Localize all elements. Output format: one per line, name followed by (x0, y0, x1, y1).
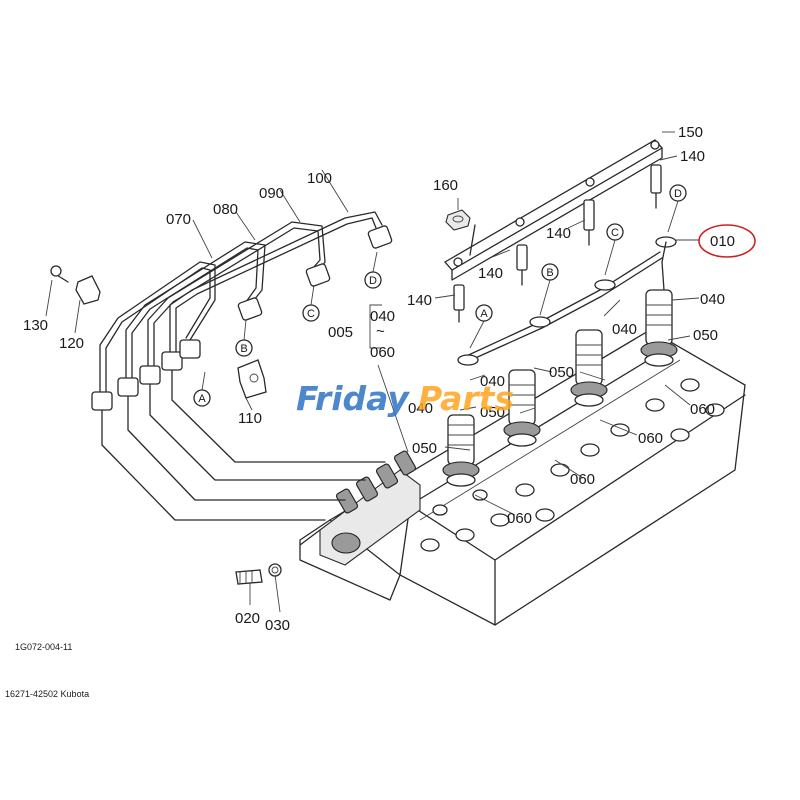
label-020: 020 (235, 610, 260, 627)
label-060: 060 (690, 401, 715, 418)
label-140: 140 (546, 225, 571, 242)
bolt-130 (50, 265, 69, 283)
fitting-020 (235, 569, 263, 585)
label-060: 060 (507, 510, 532, 527)
ref-b-head: B (541, 263, 559, 281)
ref-d-head: D (669, 184, 687, 202)
nozzle-holders (442, 289, 678, 487)
return-rail-150 (443, 139, 664, 281)
reference-markers: A B C D A B C D (193, 184, 687, 407)
label-005: 005 (328, 324, 353, 341)
nut-160 (445, 209, 471, 231)
label-040: 040 (408, 400, 433, 417)
cylinder-head (299, 329, 746, 626)
nozzle-holder-3 (570, 329, 608, 407)
label-090: 090 (259, 185, 284, 202)
svg-text:C: C (307, 308, 315, 320)
leader-lines (45, 131, 700, 613)
ref-c-head: C (606, 223, 624, 241)
nozzle-holder-4 (640, 289, 678, 367)
head-ports (420, 378, 725, 552)
label-050: 050 (480, 404, 505, 421)
svg-text:Friday: Friday (296, 379, 410, 418)
part-labels: 150 140 160 140 140 140 010 040 040 040 … (23, 124, 735, 634)
part-number-footer: 16271-42502 Kubota (5, 689, 89, 699)
label-040-range: 040 (370, 308, 395, 325)
label-040: 040 (612, 321, 637, 338)
label-150: 150 (678, 124, 703, 141)
label-070: 070 (166, 211, 191, 228)
ref-a-pump: A (193, 389, 211, 407)
label-050: 050 (549, 364, 574, 381)
label-140: 140 (478, 265, 503, 282)
label-130: 130 (23, 317, 48, 334)
label-050: 050 (412, 440, 437, 457)
injection-pump (299, 450, 421, 566)
svg-text:C: C (611, 227, 619, 239)
svg-text:A: A (198, 393, 206, 405)
label-040: 040 (480, 373, 505, 390)
label-050: 050 (693, 327, 718, 344)
label-080: 080 (213, 201, 238, 218)
injection-pipes (91, 211, 393, 521)
label-060: 060 (638, 430, 663, 447)
svg-text:A: A (480, 308, 488, 320)
nozzle-holder-2 (503, 369, 541, 447)
range-tilde: ~ (376, 323, 385, 340)
label-010: 010 (710, 233, 735, 250)
label-030: 030 (265, 617, 290, 634)
label-120: 120 (59, 335, 84, 352)
watermark-logo: Friday Parts (296, 379, 514, 418)
ref-d-pump: D (364, 271, 382, 289)
label-110: 110 (238, 410, 262, 427)
svg-text:B: B (240, 343, 247, 355)
svg-text:B: B (546, 267, 553, 279)
label-160: 160 (433, 177, 458, 194)
label-060-range: 060 (370, 344, 395, 361)
pipe-clamp-110 (237, 359, 267, 399)
highlight-010 (698, 224, 756, 258)
nozzle-holder-1 (442, 414, 480, 487)
label-140: 140 (407, 292, 432, 309)
drawing-code: 1G072-004-11 (15, 642, 72, 652)
label-140: 140 (680, 148, 705, 165)
ref-b-pump: B (235, 339, 253, 357)
label-100: 100 (307, 170, 332, 187)
label-040: 040 (700, 291, 725, 308)
svg-text:Parts: Parts (418, 379, 514, 418)
glow-plugs-140 (453, 164, 662, 323)
ref-a-head: A (475, 304, 493, 322)
clamp-120 (75, 275, 101, 305)
ref-c-pump: C (302, 304, 320, 322)
overflow-pipe-010 (457, 236, 677, 366)
washer-030 (268, 563, 282, 577)
label-060: 060 (570, 471, 595, 488)
svg-text:D: D (674, 188, 682, 200)
svg-text:D: D (369, 275, 377, 287)
